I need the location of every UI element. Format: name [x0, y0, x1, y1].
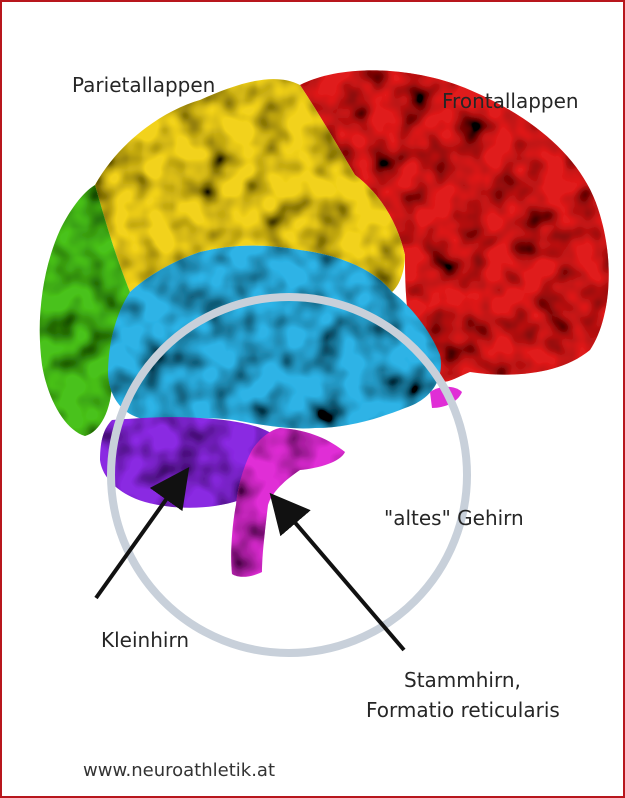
cerebellum-label: Kleinhirn [101, 627, 189, 653]
brainstem-label-line1: Stammhirn, [404, 667, 521, 693]
parietal-label: Parietallappen [72, 72, 215, 98]
old-brain-label: "altes" Gehirn [384, 505, 524, 531]
brainstem-label-line2: Formatio reticularis [366, 697, 560, 723]
frontal-label: Frontallappen [442, 88, 579, 114]
footer-url: www.neuroathletik.at [83, 758, 275, 784]
